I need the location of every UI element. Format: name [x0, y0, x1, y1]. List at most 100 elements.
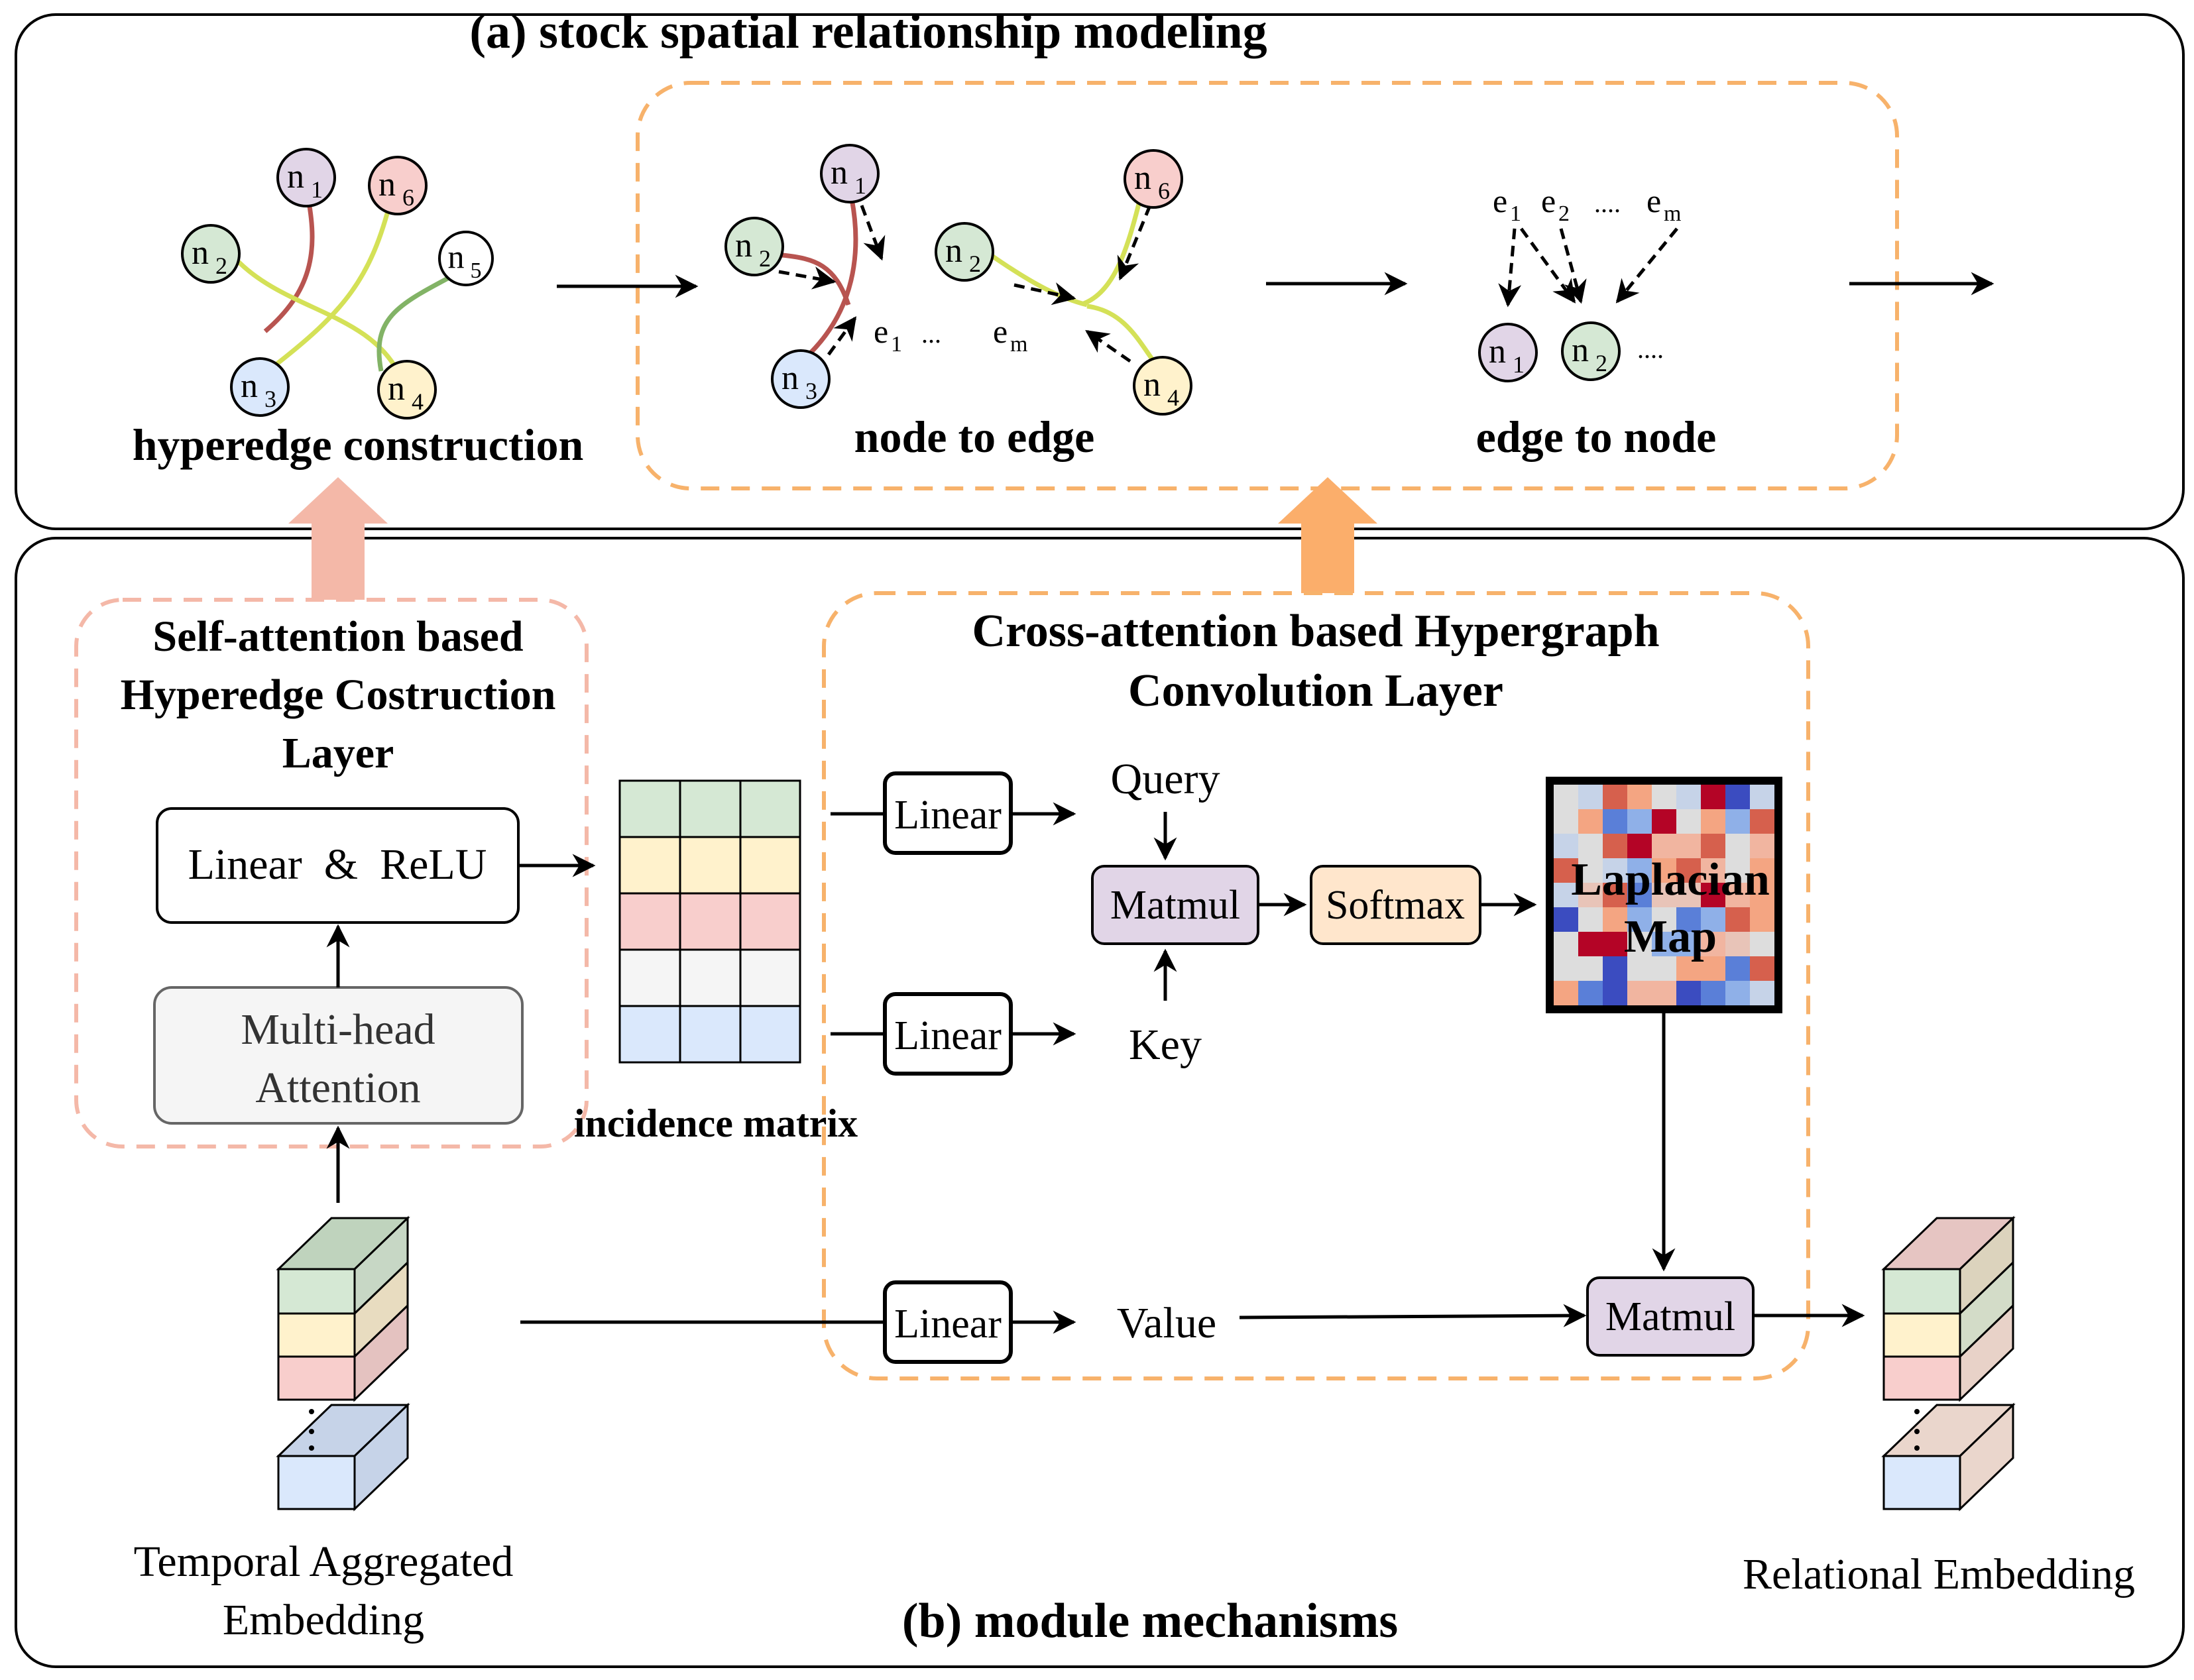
heatmap-cell	[1554, 858, 1579, 883]
hyperedge-caption: hyperedge construction	[133, 420, 584, 470]
svg-text:1: 1	[891, 332, 902, 357]
svg-text:e: e	[1493, 182, 1507, 219]
heatmap-cell	[1603, 883, 1628, 908]
heatmap-cell	[1725, 834, 1751, 859]
svg-text:n: n	[781, 359, 799, 397]
heatmap-cell	[1750, 956, 1775, 981]
linear-label-value: Linear	[894, 1302, 1002, 1347]
panel-b-frame	[15, 537, 2185, 1668]
svg-text:2: 2	[969, 251, 981, 277]
heatmap-cell	[1725, 785, 1751, 810]
svg-text:1: 1	[311, 176, 323, 203]
hyperedge-construction-graph	[233, 198, 455, 379]
svg-text:2: 2	[215, 252, 227, 279]
heatmap-cell	[1701, 981, 1726, 1006]
node-n4: n 4	[377, 360, 437, 420]
heatmap-cell	[1676, 956, 1702, 981]
svg-text:e: e	[874, 313, 888, 350]
heatmap-cell	[1603, 981, 1628, 1006]
etn-node-dots: ....	[1637, 334, 1664, 364]
heatmap-cell	[1578, 785, 1603, 810]
heatmap-cell	[1701, 809, 1726, 834]
cross-attention-title-2: Convolution Layer	[1128, 665, 1503, 716]
svg-text:e: e	[993, 313, 1008, 350]
svg-text:6: 6	[402, 184, 414, 211]
svg-text:n: n	[1572, 331, 1589, 369]
heatmap-cell	[1554, 834, 1579, 859]
heatmap-cell	[1554, 809, 1579, 834]
heatmap-cell	[1701, 907, 1726, 932]
svg-text:1: 1	[1510, 201, 1521, 226]
softmax-label: Softmax	[1326, 883, 1465, 928]
svg-text:4: 4	[412, 388, 424, 415]
nte-node-n1: n 1	[820, 144, 880, 203]
linear-label-query: Linear	[894, 793, 1002, 838]
nte-node-n4: n 4	[1133, 356, 1192, 416]
self-attention-title-1: Self-attention based	[152, 612, 523, 661]
heatmap-cell	[1554, 907, 1579, 932]
heatmap-cell	[1750, 981, 1775, 1006]
heatmap-cell	[1652, 834, 1677, 859]
linear-label-key: Linear	[894, 1013, 1002, 1058]
input-caption-2: Embedding	[223, 1596, 424, 1644]
heatmap-cell	[1603, 956, 1628, 981]
node-to-edge-caption: node to edge	[854, 412, 1095, 462]
svg-text:1: 1	[1513, 351, 1525, 378]
heatmap-cell	[1603, 858, 1628, 883]
input-stack-dots	[309, 1409, 314, 1451]
heatmap-cell	[1578, 932, 1603, 957]
heatmap-cell	[1725, 981, 1751, 1006]
heatmap-cell	[1750, 809, 1775, 834]
node-n6: n 6	[368, 156, 428, 215]
matmul-label-qk: Matmul	[1110, 883, 1240, 928]
svg-text:n: n	[945, 232, 962, 270]
heatmap-cell	[1578, 956, 1603, 981]
heatmap-cell	[1603, 907, 1628, 932]
heatmap-cell	[1676, 883, 1702, 908]
heatmap-cell	[1603, 932, 1628, 957]
svg-text:...: ...	[921, 319, 941, 349]
svg-text:n: n	[448, 238, 465, 275]
panel-a-title: (a) stock spatial relationship modeling	[469, 5, 1267, 59]
heatmap-cell	[1725, 809, 1751, 834]
heatmap-cell	[1701, 883, 1726, 908]
heatmap-cell	[1725, 858, 1751, 883]
output-embedding-stack	[1881, 1215, 2016, 1512]
heatmap-cell	[1676, 834, 1702, 859]
linear-relu-label: Linear & ReLU	[188, 840, 487, 889]
edge-to-node-arrows	[1498, 227, 1678, 308]
svg-text:5: 5	[471, 258, 482, 283]
heatmap-cell	[1725, 883, 1751, 908]
heatmap-cell	[1603, 785, 1628, 810]
arrow-up-orange	[1278, 477, 1377, 593]
svg-text:m: m	[1664, 201, 1681, 226]
svg-text:e: e	[1541, 182, 1556, 219]
multihead-label-1: Multi-head	[241, 1005, 435, 1054]
heatmap-cell	[1750, 883, 1775, 908]
heatmap-cell	[1701, 834, 1726, 859]
heatmap-cell	[1627, 785, 1652, 810]
cross-attention-region	[822, 591, 1810, 1380]
heatmap-cell	[1676, 932, 1702, 957]
heatmap-cell	[1652, 858, 1677, 883]
nte-node-n2b: n 2	[935, 222, 994, 282]
svg-text:2: 2	[759, 245, 771, 272]
heatmap-cell	[1554, 932, 1579, 957]
svg-text:4: 4	[1167, 384, 1179, 411]
heatmap-cell	[1578, 809, 1603, 834]
svg-text:n: n	[1143, 366, 1161, 404]
svg-text:2: 2	[1558, 201, 1570, 226]
heatmap-cell	[1701, 932, 1726, 957]
heatmap-cell	[1578, 883, 1603, 908]
heatmap-cell	[1701, 858, 1726, 883]
heatmap-cell	[1652, 956, 1677, 981]
multihead-label-2: Attention	[255, 1064, 420, 1112]
nte-node-n3: n 3	[771, 349, 831, 409]
node-n5: n 5	[438, 231, 494, 286]
heatmap-cell	[1750, 907, 1775, 932]
etn-node-n1: n 1	[1478, 323, 1538, 382]
nte-edge-labels: e 1 ... e m	[874, 313, 1027, 357]
nte-node-n2: n 2	[724, 217, 784, 276]
svg-text:3: 3	[805, 378, 817, 404]
heatmap-cell	[1578, 907, 1603, 932]
